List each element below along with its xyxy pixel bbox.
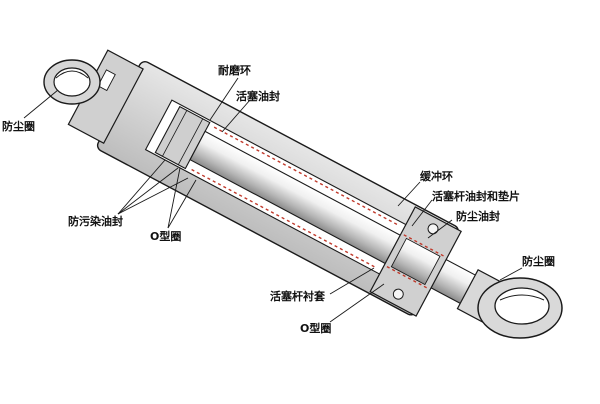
cylinder-assembly [67,49,515,329]
left-clevis-eye [43,59,101,105]
label-dust-seal: 防尘油封 [456,210,500,223]
label-rod-bushing: 活塞杆衬套 [270,290,325,303]
port-icon [97,69,116,92]
right-rod-eye [477,277,563,339]
label-piston-seal: 活塞油封 [236,90,280,103]
label-wear-ring: 耐磨环 [218,64,251,77]
label-dust-ring-right: 防尘圈 [522,255,555,268]
bolt-icon [392,288,404,300]
label-anti-pollution-seal: 防污染油封 [68,215,123,228]
leader-lines [23,77,523,323]
label-dust-ring-left: 防尘圈 [2,120,35,133]
seal-lines [191,126,446,290]
label-o-ring-upper: O型圈 [150,230,182,243]
label-buffer-ring: 缓冲环 [420,170,453,183]
label-rod-seal-and-gasket: 活塞杆油封和垫片 [432,190,520,203]
label-o-ring-lower: O型圈 [300,322,332,335]
